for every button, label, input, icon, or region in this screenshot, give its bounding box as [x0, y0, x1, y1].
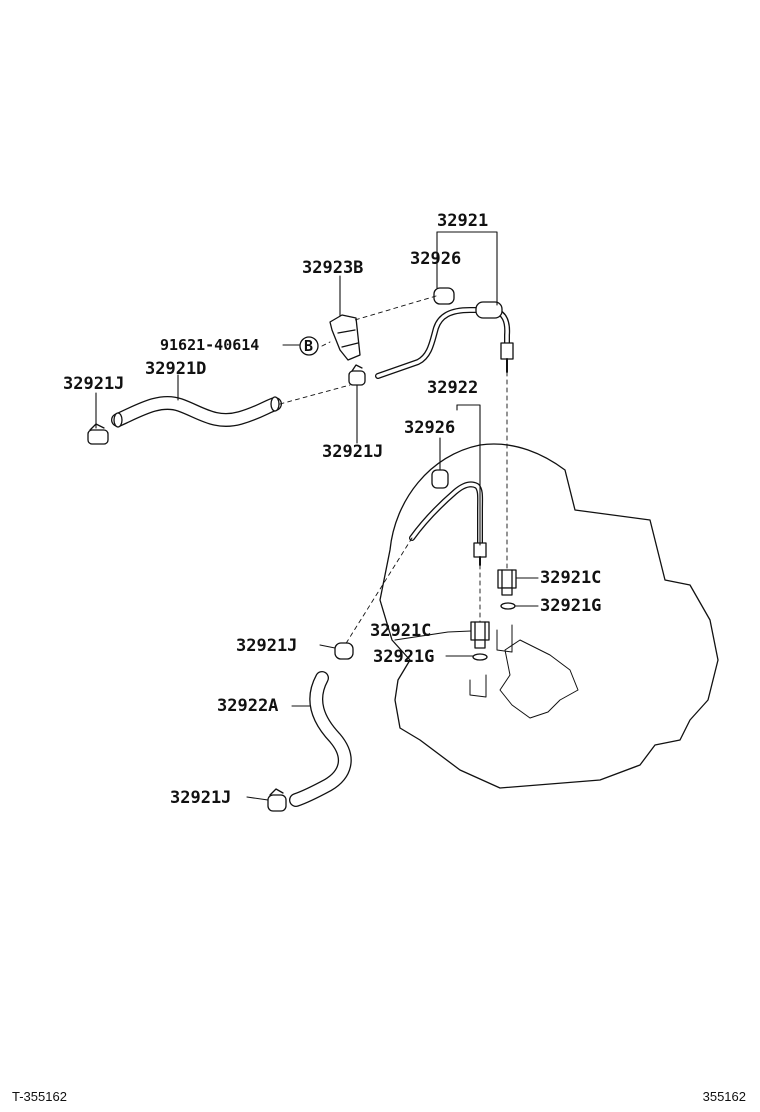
loose-sleeve-upper	[433, 287, 455, 305]
label-32921D: 32921D	[145, 359, 206, 379]
leader-lines	[95, 231, 539, 801]
label-32921G-right: 32921G	[540, 596, 601, 616]
clamp-lower	[334, 642, 354, 660]
pipe-sleeve-upper	[475, 301, 503, 319]
housing-inner-edge	[499, 639, 579, 719]
diagram-id-right: 355162	[702, 1089, 746, 1104]
label-32921C-right: 32921C	[540, 568, 601, 588]
label-32921J-lower: 32921J	[236, 636, 297, 656]
loose-sleeve-lower	[431, 469, 449, 489]
label-32921G-mid: 32921G	[373, 647, 434, 667]
label-91621-40614: 91621-40614	[160, 336, 259, 354]
clamp-mid	[348, 364, 366, 386]
diagram-id-left: T-355162	[12, 1089, 67, 1104]
pipe-fitting-upper	[500, 342, 514, 360]
label-32922A: 32922A	[217, 696, 278, 716]
housing-port-right	[496, 624, 513, 653]
assembly-dashed-lines	[279, 295, 508, 646]
label-32921J-bottom: 32921J	[170, 788, 231, 808]
label-32926-mid: 32926	[404, 418, 455, 438]
clamp-left	[87, 423, 109, 445]
gasket-32921G-right	[500, 602, 516, 610]
label-32921-top: 32921	[437, 211, 488, 231]
oil-cooler-pipe-lower	[409, 481, 484, 553]
union-32921C-right	[497, 569, 517, 596]
label-32926-top: 32926	[410, 249, 461, 269]
housing-port-left	[469, 674, 487, 698]
transmission-housing	[379, 443, 719, 789]
gasket-32921G-mid	[472, 653, 488, 661]
label-32922: 32922	[427, 378, 478, 398]
label-32921J-mid: 32921J	[322, 442, 383, 462]
label-32921C-mid: 32921C	[370, 621, 431, 641]
clamp-bottom	[267, 788, 287, 812]
label-32923B: 32923B	[302, 258, 363, 278]
bracket-32923B	[329, 314, 361, 361]
symbol-b-circle	[299, 336, 319, 356]
union-32921C-mid	[470, 621, 490, 649]
symbol-b: B	[304, 337, 313, 355]
label-32921J-left: 32921J	[63, 374, 124, 394]
